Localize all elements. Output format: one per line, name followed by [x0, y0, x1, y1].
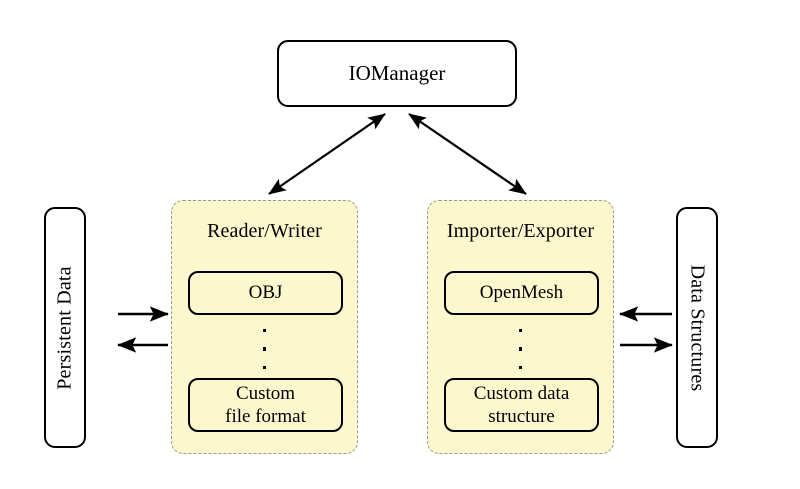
- group-reader-writer-title: Reader/Writer: [207, 220, 322, 242]
- group-importer-exporter-title: Importer/Exporter: [446, 220, 595, 242]
- node-openmesh[interactable]: OpenMesh: [444, 271, 599, 315]
- data-structures-label: Data Structures: [686, 264, 709, 391]
- data-structures-node[interactable]: Data Structures: [676, 207, 718, 448]
- ellipsis-importer-exporter: [428, 329, 613, 369]
- group-reader-writer[interactable]: Reader/Writer OBJ Custom file format: [171, 200, 358, 454]
- node-custom-file-format-label: Custom file format: [225, 382, 306, 428]
- connector-manager-importerexporter: [408, 113, 527, 195]
- connector-manager-readerwriter: [268, 113, 386, 195]
- io-manager-label: IOManager: [348, 61, 446, 86]
- node-custom-data-structure-line2: structure: [488, 406, 555, 427]
- node-custom-data-structure-line1: Custom data: [473, 382, 570, 404]
- persistent-data-label: Persistent Data: [53, 265, 76, 390]
- node-custom-file-format-line2: file format: [225, 406, 306, 427]
- node-obj-label: OBJ: [248, 282, 283, 304]
- group-importer-exporter[interactable]: Importer/Exporter OpenMesh Custom data s…: [427, 200, 614, 454]
- node-custom-file-format-line1: Custom: [235, 382, 296, 404]
- ellipsis-reader-writer: [172, 329, 357, 369]
- node-custom-file-format[interactable]: Custom file format: [188, 378, 343, 432]
- node-custom-data-structure[interactable]: Custom data structure: [444, 378, 599, 432]
- node-custom-data-structure-label: Custom data structure: [474, 382, 570, 428]
- node-obj[interactable]: OBJ: [188, 271, 343, 315]
- persistent-data-node[interactable]: Persistent Data: [44, 207, 86, 448]
- io-manager-node[interactable]: IOManager: [277, 40, 517, 107]
- node-openmesh-label: OpenMesh: [479, 282, 564, 304]
